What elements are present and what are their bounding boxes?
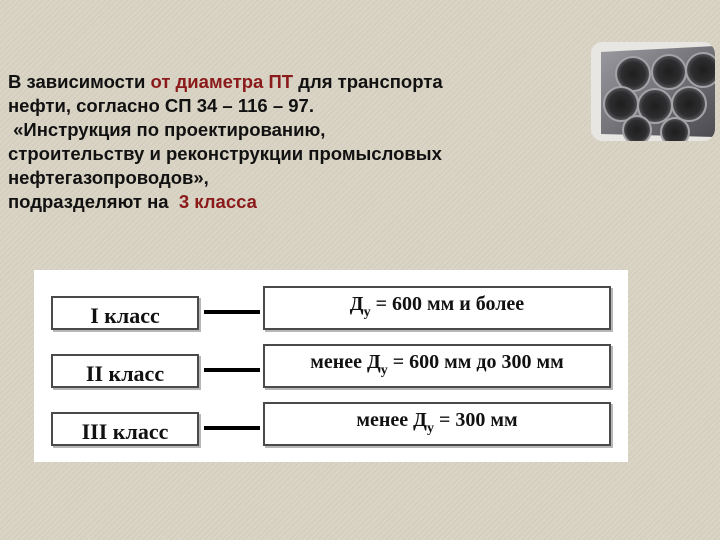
connector-line-3 (204, 426, 260, 430)
value-box-2: менее Ду = 600 мм до 300 мм (263, 344, 611, 388)
text-line-3: «Инструкция по проектированию, (8, 119, 326, 140)
value-text: = 300 мм (433, 409, 518, 431)
classification-table: I класс II класс III класс Ду = 600 мм и… (34, 270, 628, 462)
text-line-5: нефтегазопроводов», (8, 167, 209, 188)
text-span: подразделяют на (8, 191, 179, 212)
classes-highlight: 3 класса (178, 191, 257, 212)
value-box-3: менее Ду = 300 мм (263, 402, 611, 446)
class-box-2: II класс (51, 354, 199, 388)
class-box-1: I класс (51, 296, 199, 330)
pipes-image (591, 42, 715, 141)
value-subscript: у (380, 363, 388, 378)
text-span: для транспорта (298, 71, 443, 92)
text-line-1: В зависимости от диаметра ПТ для транспо… (8, 70, 593, 94)
text-line-6: подразделяют на 3 класса (8, 190, 593, 214)
slide-text: В зависимости от диаметра ПТ для транспо… (8, 70, 593, 214)
value-text: менее Д (310, 351, 381, 373)
pipes-icon (591, 42, 715, 141)
value-text: Д (349, 293, 364, 315)
connector-line-1 (204, 310, 260, 314)
value-subscript: у (363, 305, 371, 320)
text-span: В зависимости (8, 71, 151, 92)
connector-line-2 (204, 368, 260, 372)
diameter-highlight: от диаметра ПТ (150, 71, 299, 92)
value-text: = 600 мм до 300 мм (387, 351, 564, 373)
value-subscript: у (426, 421, 434, 436)
text-line-4: строительству и реконструкции промысловы… (8, 143, 442, 164)
class-box-3: III класс (51, 412, 199, 446)
value-text: менее Д (356, 409, 427, 431)
text-line-2: нефти, согласно СП 34 – 116 – 97. (8, 95, 314, 116)
value-box-1: Ду = 600 мм и более (263, 286, 611, 330)
value-text: = 600 мм и более (370, 293, 525, 315)
